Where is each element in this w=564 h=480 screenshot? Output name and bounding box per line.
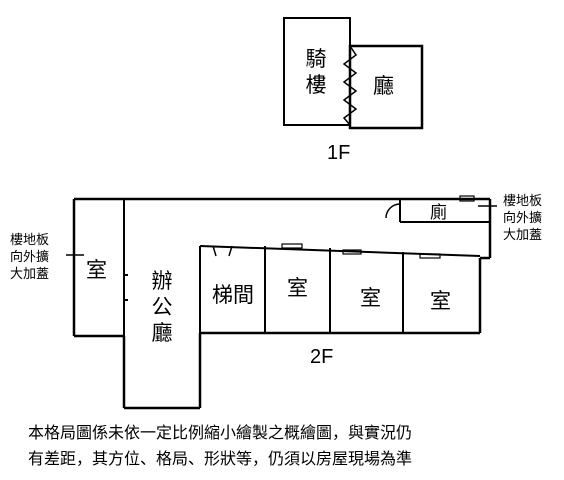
right-extension-note: 樓地板 向外擴 大加蓋 (503, 193, 542, 244)
room-label-room-b: 室 (360, 286, 381, 310)
floor-label-2f: 2F (310, 346, 334, 368)
1f-zigzag-door (342, 45, 358, 126)
room-label-room-a: 室 (287, 276, 308, 300)
room-label-stair: 梯間 (212, 283, 254, 307)
right-note-line: 向外擴 (503, 211, 543, 226)
room-label-left-room: 室 (86, 258, 107, 282)
room-label-toilet: 廁 (430, 203, 447, 223)
room-label-office: 辦公廳 (151, 269, 173, 345)
disclaimer: 本格局圖係未依一定比例縮小繪製之概繪圖，與實況仍 有差距，其方位、格局、形狀等，… (28, 420, 528, 472)
left-note-line: 向外擴 (10, 250, 50, 265)
left-note-line: 大加蓋 (10, 267, 50, 282)
disclaimer-line-1: 本格局圖係未依一定比例縮小繪製之概繪圖，與實況仍 (28, 423, 413, 442)
room-label-arcade: 騎樓 (305, 47, 327, 97)
room-label-1f-hall: 廳 (373, 74, 394, 98)
room-label-room-c: 室 (430, 289, 451, 313)
left-note-line: 樓地板 (10, 233, 50, 248)
right-note-line: 大加蓋 (503, 228, 543, 243)
right-note-line: 樓地板 (503, 194, 543, 209)
2f-outer-walls (72, 197, 492, 410)
left-extension-note: 樓地板 向外擴 大加蓋 (10, 232, 49, 283)
2f-interior-walls (123, 195, 490, 336)
disclaimer-line-2: 有差距，其方位、格局、形狀等，仍須以房屋現場為準 (28, 449, 413, 468)
floor-label-1f: 1F (327, 142, 351, 164)
